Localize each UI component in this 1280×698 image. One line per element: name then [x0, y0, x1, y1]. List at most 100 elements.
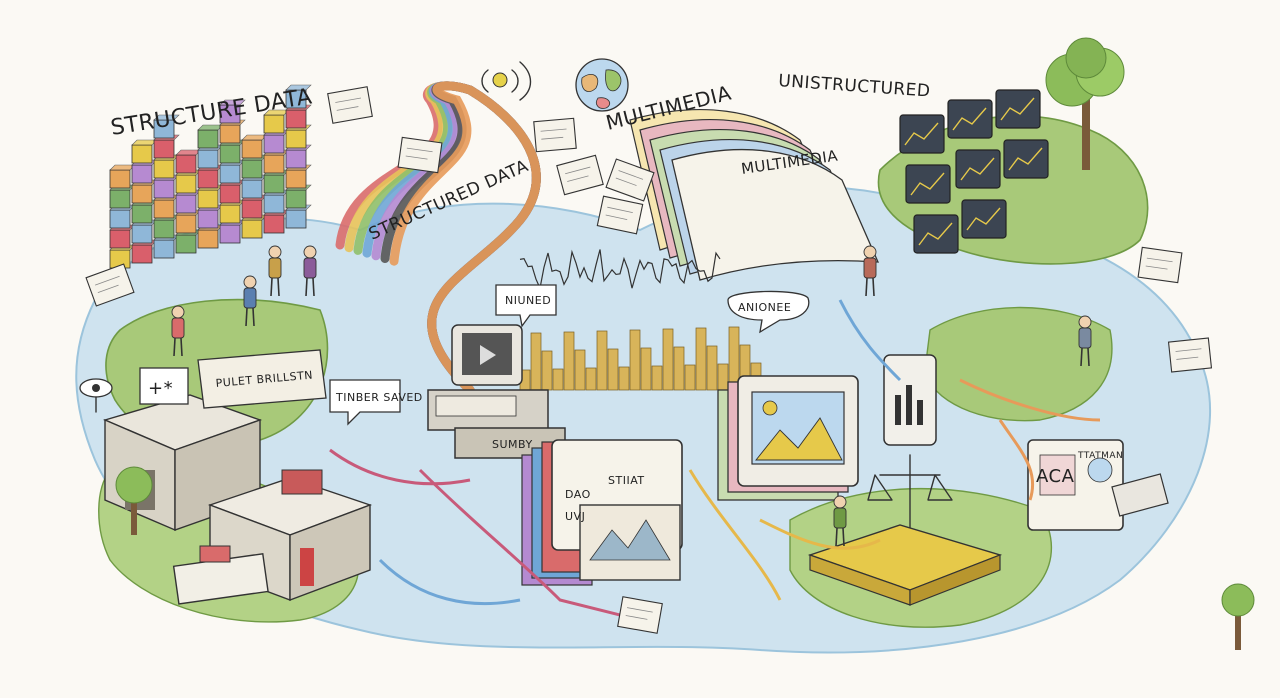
- person-leg: [253, 308, 254, 326]
- globe-icon: [576, 59, 628, 111]
- data-cube: [110, 230, 130, 248]
- person-head: [834, 496, 846, 508]
- person-leg: [843, 528, 844, 546]
- data-cube: [264, 195, 284, 213]
- data-cube: [110, 210, 130, 228]
- person-head: [269, 246, 281, 258]
- data-cube: [264, 115, 284, 133]
- data-cube: [264, 175, 284, 193]
- data-cube: [176, 155, 196, 173]
- person-leg: [836, 528, 837, 546]
- person-body: [172, 318, 184, 338]
- chart-monitor: [948, 100, 992, 138]
- data-cube: [176, 215, 196, 233]
- data-cube: [220, 125, 240, 143]
- data-cube: [286, 150, 306, 168]
- data-cube: [154, 180, 174, 198]
- city-building: [641, 348, 651, 390]
- person-head: [864, 246, 876, 258]
- data-cube: [110, 190, 130, 208]
- city-building: [663, 329, 673, 390]
- data-cube-top: [176, 150, 201, 155]
- chart-monitor: [996, 90, 1040, 128]
- document-sheet: [1138, 247, 1182, 282]
- person-head: [244, 276, 256, 288]
- label-ttatman: TTATMAN: [1077, 451, 1123, 461]
- city-building: [597, 331, 607, 390]
- label-anionee: ANIONEE: [738, 301, 791, 314]
- city-building: [542, 351, 552, 390]
- person-leg: [873, 278, 874, 296]
- data-cube: [264, 135, 284, 153]
- data-cube: [132, 245, 152, 263]
- data-cube: [242, 140, 262, 158]
- city-building: [707, 346, 717, 390]
- label-tinber-saved: TINBER SAVED: [335, 391, 423, 404]
- data-cube: [154, 220, 174, 238]
- person-body: [244, 288, 256, 308]
- person-leg: [1088, 348, 1089, 366]
- city-building: [619, 367, 629, 390]
- label-sumby: SUMBY: [492, 438, 533, 451]
- person-body: [864, 258, 876, 278]
- person-body: [834, 508, 846, 528]
- city-building: [630, 330, 640, 390]
- bar-chart-display: [884, 355, 936, 445]
- city-building: [718, 364, 728, 390]
- wifi-signal-icon: [482, 62, 531, 100]
- data-cube: [286, 170, 306, 188]
- data-cube: [286, 130, 306, 148]
- data-cube: [154, 140, 174, 158]
- data-cube: [198, 150, 218, 168]
- document-sheet: [1169, 338, 1212, 372]
- label-sign-mark: +*: [148, 378, 173, 399]
- data-cube: [154, 160, 174, 178]
- city-building: [553, 369, 563, 390]
- person-body: [269, 258, 281, 278]
- city-building: [608, 349, 618, 390]
- label-unistructured: UNISTRUCTURED: [778, 71, 931, 102]
- data-cube: [198, 190, 218, 208]
- data-cube: [220, 205, 240, 223]
- label-stiiat: STIIAT: [608, 474, 645, 487]
- document-sheet: [328, 87, 373, 123]
- chart-monitor: [900, 115, 944, 153]
- data-cube: [154, 240, 174, 258]
- landscape-image-monitor: [718, 376, 858, 500]
- data-cube: [286, 210, 306, 228]
- data-cube: [176, 175, 196, 193]
- data-cube: [198, 230, 218, 248]
- person-leg: [271, 278, 272, 296]
- person-leg: [181, 338, 182, 356]
- data-cube: [132, 185, 152, 203]
- data-cube: [220, 145, 240, 163]
- data-cube: [220, 185, 240, 203]
- data-cube: [132, 165, 152, 183]
- data-cube: [286, 190, 306, 208]
- data-cube: [132, 225, 152, 243]
- person-leg: [313, 278, 314, 296]
- data-cube: [198, 130, 218, 148]
- city-building: [531, 333, 541, 390]
- person-head: [172, 306, 184, 318]
- person-body: [1079, 328, 1091, 348]
- data-cube: [242, 200, 262, 218]
- data-cube: [242, 220, 262, 238]
- stacked-screen-panels: [522, 440, 682, 585]
- data-cube-top: [242, 135, 267, 140]
- document-sheet: [557, 155, 603, 194]
- data-cube: [132, 145, 152, 163]
- data-cube: [220, 225, 240, 243]
- data-cube: [110, 170, 130, 188]
- data-cube: [176, 195, 196, 213]
- person-leg: [866, 278, 867, 296]
- label-niuned: NIUNED: [505, 294, 551, 307]
- chart-monitor: [906, 165, 950, 203]
- document-sheet: [534, 118, 576, 151]
- person-body: [304, 258, 316, 278]
- city-building: [586, 368, 596, 390]
- person-leg: [1081, 348, 1082, 366]
- document-sheet: [618, 597, 663, 633]
- chart-monitor: [914, 215, 958, 253]
